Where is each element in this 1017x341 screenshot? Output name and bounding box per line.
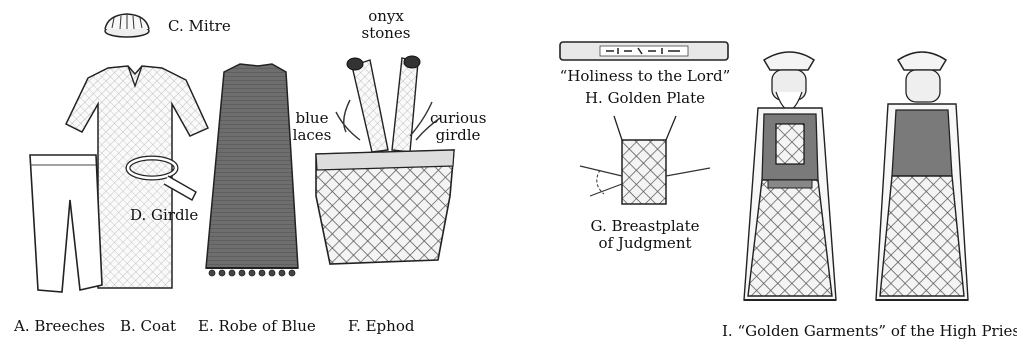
robe-of-blue-illustration xyxy=(206,64,298,276)
breastplate-illustration xyxy=(580,116,710,204)
curious-girdle-label: curious girdle xyxy=(430,110,486,144)
holiness-label: “Holiness to the Lord” xyxy=(550,68,740,85)
robe-of-blue-label: E. Robe of Blue xyxy=(198,318,316,335)
girdle-label: D. Girdle xyxy=(130,207,198,224)
golden-plate-label: H. Golden Plate xyxy=(570,90,720,107)
breeches-illustration xyxy=(30,155,102,292)
ephod-illustration xyxy=(316,56,454,264)
breastplate-label: G. Breastplate of Judgment xyxy=(580,218,710,252)
breeches-label: A. Breeches xyxy=(14,318,105,335)
high-priest-back-illustration xyxy=(876,52,968,300)
mitre-label: C. Mitre xyxy=(168,18,231,35)
golden-garments-label: I. “Golden Garments” of the High Priest xyxy=(722,323,1017,340)
onyx-stones-label: onyx stones xyxy=(356,8,416,42)
coat-label: B. Coat xyxy=(120,318,176,335)
golden-plate-illustration xyxy=(560,42,728,60)
mitre-illustration xyxy=(105,14,149,37)
blue-laces-label: blue laces xyxy=(292,110,332,144)
high-priest-front-illustration xyxy=(744,52,836,300)
ephod-label: F. Ephod xyxy=(348,318,414,335)
